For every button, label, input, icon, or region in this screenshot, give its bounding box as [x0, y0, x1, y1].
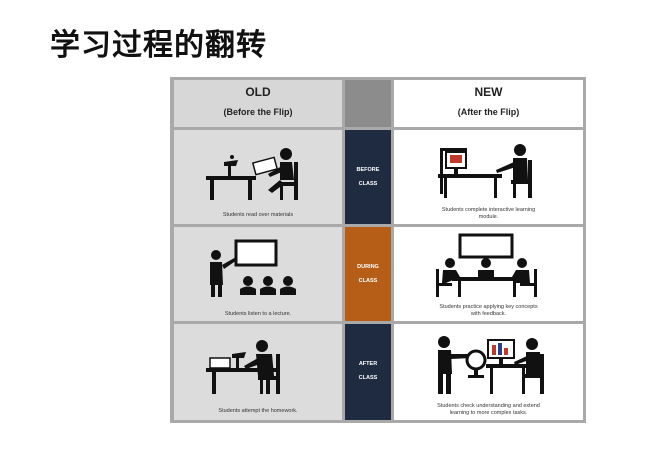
- old-during-cell: Students listen to a lecture.: [174, 227, 342, 321]
- new-after-cell: Students check understanding and extend …: [394, 324, 583, 420]
- phase-during-class: DURING CLASS: [345, 227, 391, 321]
- old-column-title: OLD: [245, 85, 271, 99]
- new-before-caption-line1: Students complete interactive learning: [441, 207, 536, 213]
- old-before-caption: Students read over materials: [222, 212, 294, 218]
- new-before-cell: Students complete interactive learning m…: [394, 130, 583, 224]
- new-column-title: NEW: [474, 85, 503, 99]
- phase-before-class: BEFORE CLASS: [345, 130, 391, 224]
- new-during-caption-line2: with feedback.: [470, 311, 507, 317]
- new-before-caption-line2: module.: [478, 214, 499, 220]
- student-computer-icon: [438, 144, 532, 198]
- new-after-caption-line1: Students check understanding and extend: [437, 403, 540, 409]
- lecture-icon: [210, 239, 296, 297]
- old-column-subtitle: (Before the Flip): [223, 107, 293, 117]
- phase-column-header: [345, 80, 391, 127]
- new-column-header: NEW (After the Flip): [394, 80, 583, 127]
- new-during-cell: Students practice applying key concepts …: [394, 227, 583, 321]
- new-during-caption-line1: Students practice applying key concepts: [439, 304, 538, 310]
- phase-during-line1: DURING: [357, 264, 379, 270]
- page-title: 学习过程的翻转: [50, 28, 267, 63]
- phase-before-line1: BEFORE: [356, 167, 380, 173]
- flip-comparison-table: OLD (Before the Flip) NEW (After the Fli…: [170, 77, 586, 423]
- phase-after-class: AFTER CLASS: [345, 324, 391, 420]
- old-during-caption: Students listen to a lecture.: [224, 311, 292, 317]
- old-after-caption: Students attempt the homework.: [218, 408, 298, 414]
- new-column-subtitle: (After the Flip): [457, 107, 520, 117]
- phase-before-line2: CLASS: [358, 181, 378, 187]
- student-extend-learning-icon: [438, 336, 544, 394]
- old-before-cell: Students read over materials: [174, 130, 342, 224]
- phase-after-line2: CLASS: [358, 375, 378, 381]
- student-reading-icon: [206, 148, 298, 200]
- old-after-cell: Students attempt the homework.: [174, 324, 342, 420]
- old-column-header: OLD (Before the Flip): [174, 80, 342, 127]
- new-after-caption-line2: learning to more complex tasks.: [449, 410, 528, 416]
- phase-after-line1: AFTER: [358, 361, 378, 367]
- group-work-icon: [436, 233, 537, 297]
- student-homework-icon: [206, 340, 280, 394]
- phase-during-line2: CLASS: [358, 278, 378, 284]
